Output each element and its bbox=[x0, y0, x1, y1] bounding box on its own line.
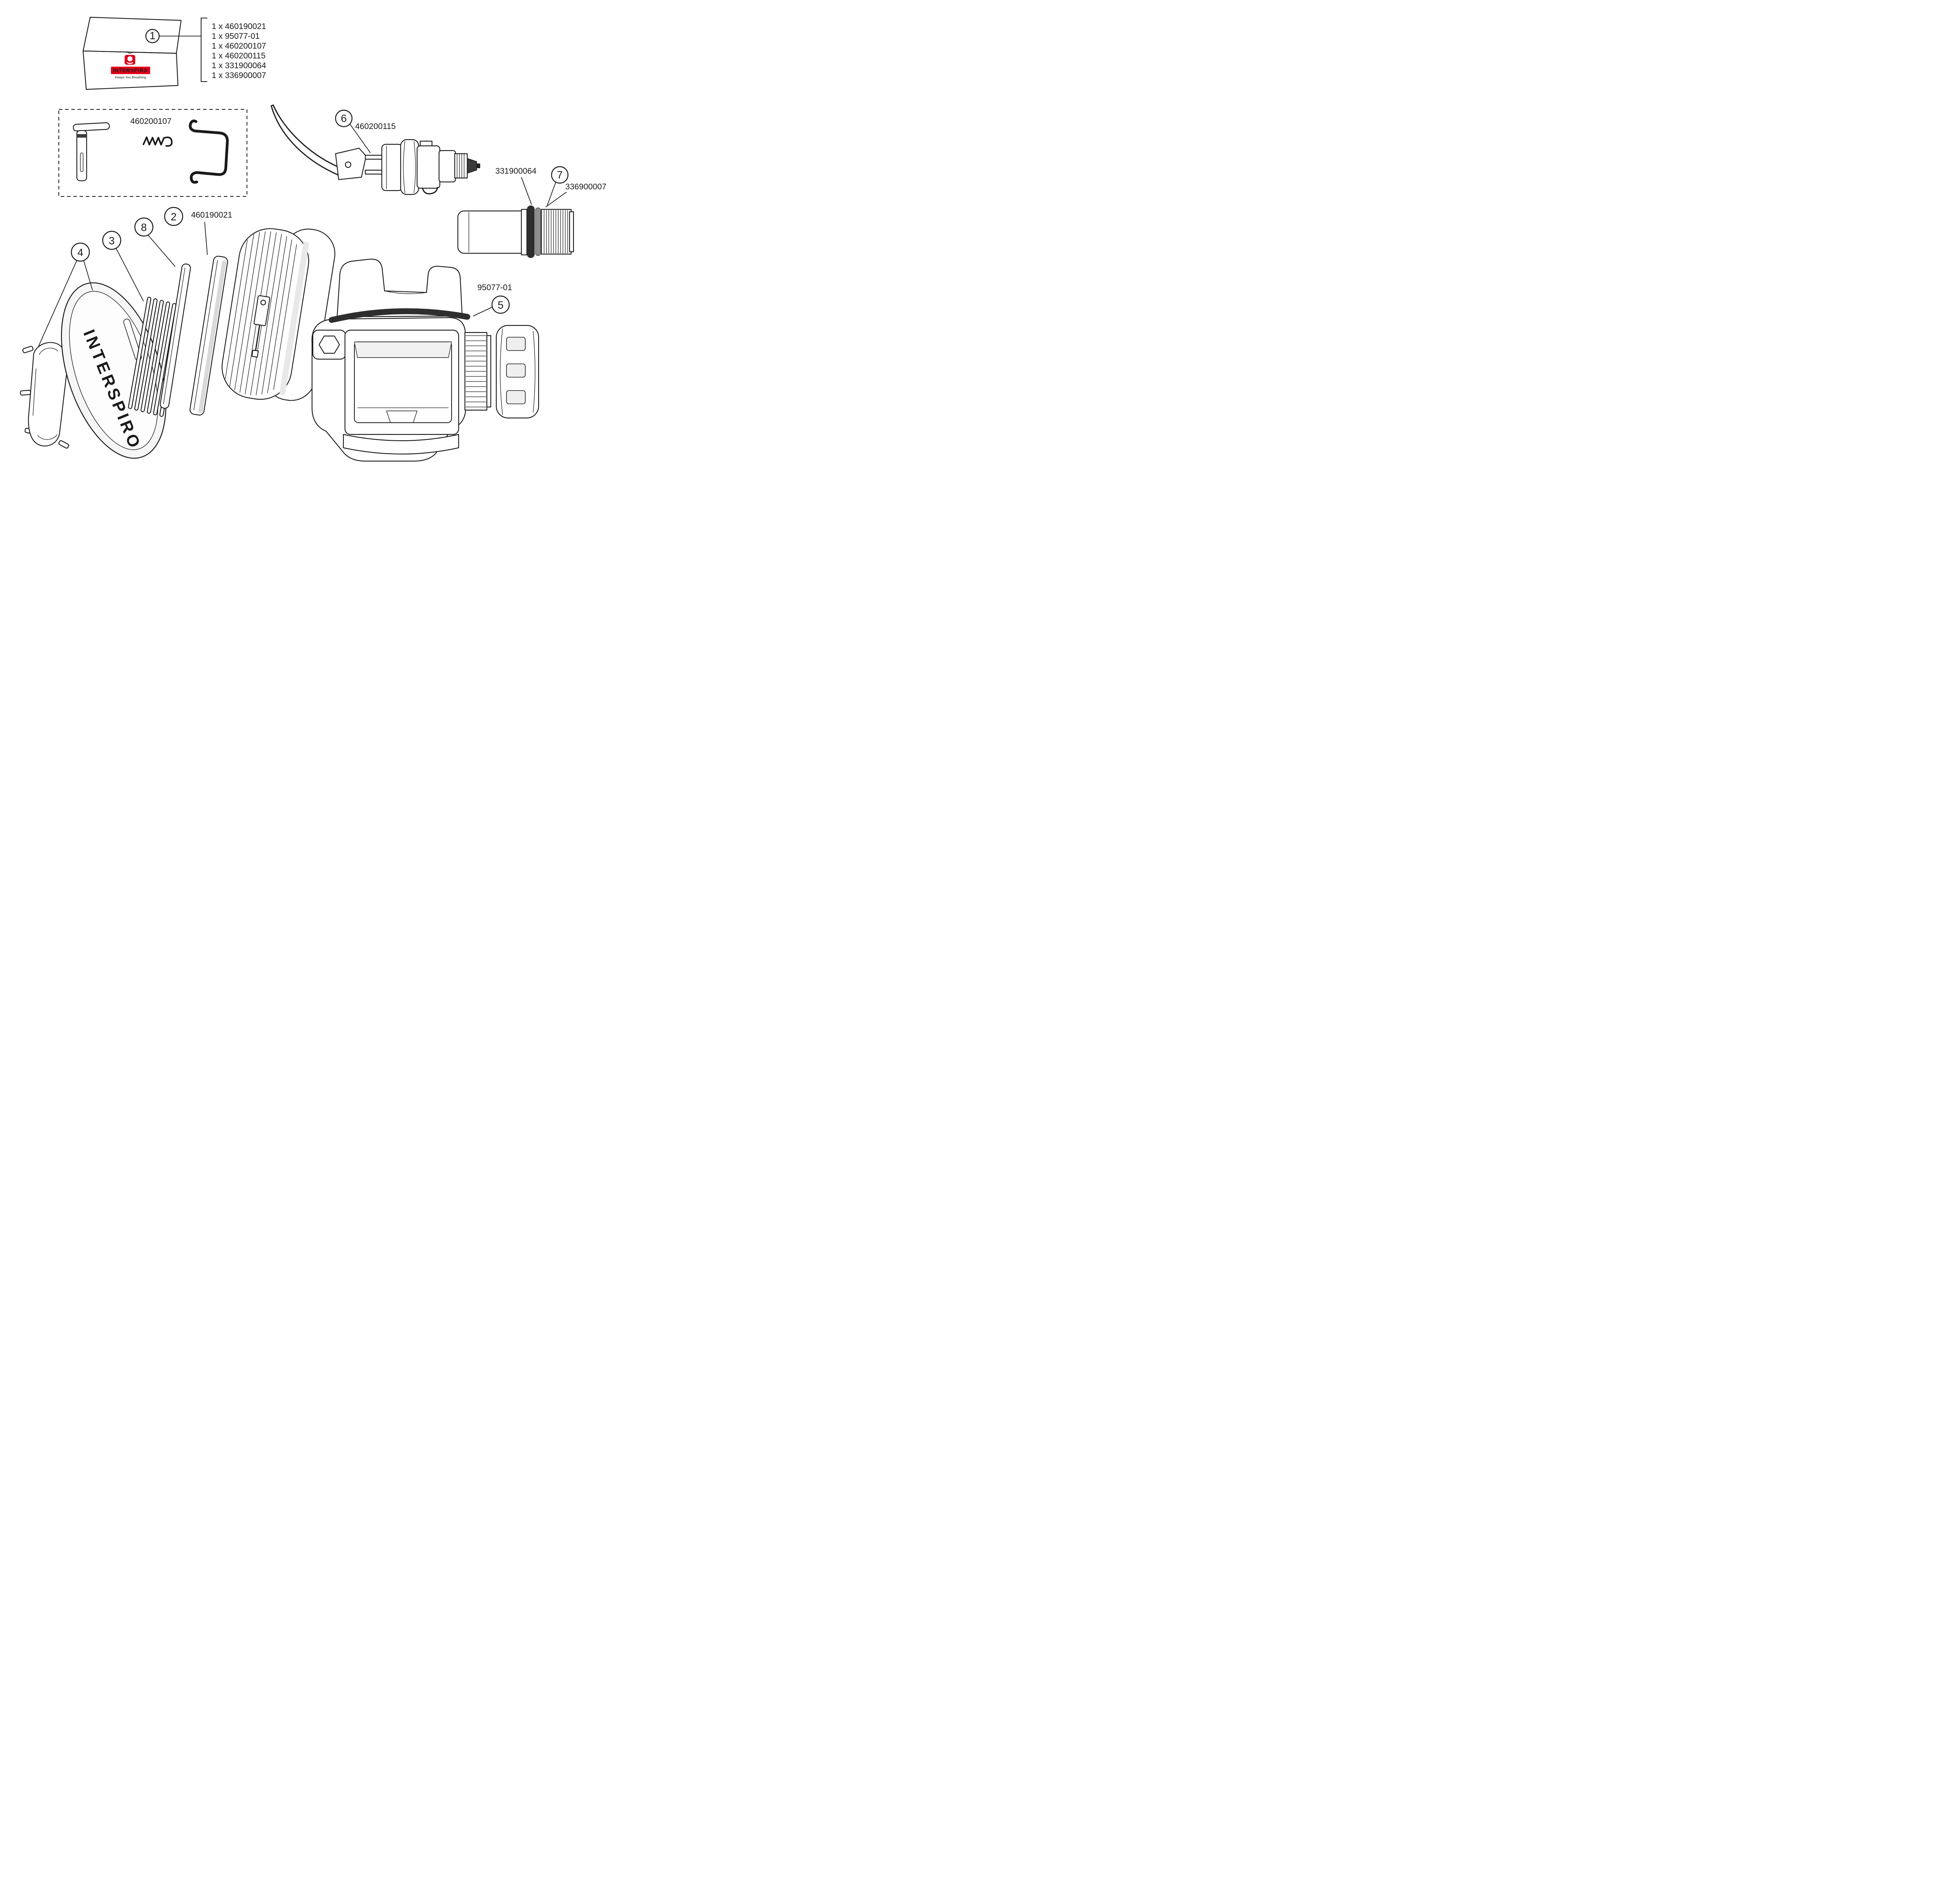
leader-line-336900007 bbox=[545, 192, 567, 207]
adapter-assembly: 331900064 7 336900007 bbox=[457, 166, 606, 258]
logo-wordmark: INTERSPIRO bbox=[113, 67, 148, 73]
leader-line-8 bbox=[148, 235, 176, 267]
shell-cover: INTERSPIRO bbox=[61, 282, 167, 459]
callout-2-number: 2 bbox=[171, 211, 176, 223]
valve-body bbox=[381, 144, 403, 191]
callout-7-number: 7 bbox=[557, 169, 563, 181]
valve-tip bbox=[467, 158, 477, 174]
leader-line-2 bbox=[204, 222, 208, 255]
retaining-clip bbox=[189, 120, 229, 184]
exploded-parts-diagram: INTERSPIRO Keeps You Breathing 1 1 x 460… bbox=[20, 16, 606, 462]
leader-line-6 bbox=[350, 124, 371, 153]
kit-item: 1 x 460190021 bbox=[212, 22, 266, 31]
callout-8-badge bbox=[134, 217, 154, 237]
box-lid-notch bbox=[126, 51, 134, 54]
slat bbox=[153, 303, 176, 416]
lever-wire bbox=[270, 105, 339, 176]
leader-line-7 bbox=[547, 182, 556, 206]
kit-item: 1 x 95077-01 bbox=[212, 32, 260, 41]
washer bbox=[535, 207, 541, 256]
callout-7-badge bbox=[551, 166, 569, 184]
spider-frame bbox=[20, 342, 69, 449]
tool-kit-part-label: 460200107 bbox=[130, 117, 171, 126]
leader-line-5 bbox=[473, 307, 493, 316]
ribbed-cover bbox=[221, 228, 309, 400]
housing-lip bbox=[343, 434, 459, 455]
callout-8-number: 8 bbox=[141, 222, 147, 233]
box-lid bbox=[82, 16, 182, 54]
callout-3-number: 3 bbox=[109, 235, 114, 247]
spider-pin bbox=[20, 390, 31, 396]
leader-line-331900064 bbox=[521, 177, 532, 205]
hex-nut bbox=[318, 335, 340, 354]
slat bbox=[147, 302, 170, 414]
gasket-plate: 8 bbox=[134, 217, 191, 409]
callout-6-number: 6 bbox=[341, 113, 347, 124]
slat bbox=[140, 300, 164, 412]
callout-4-badge bbox=[71, 242, 90, 262]
adapter-part-label: 336900007 bbox=[565, 182, 606, 191]
spider-pin bbox=[22, 346, 34, 353]
callout-4-number: 4 bbox=[77, 247, 83, 258]
callout-2-badge bbox=[164, 207, 183, 226]
leader-line-4b bbox=[83, 261, 93, 291]
housing-bridge bbox=[336, 258, 463, 318]
callout-5-badge bbox=[491, 295, 510, 314]
housing-oring-label: 95077-01 bbox=[477, 283, 512, 292]
kit-item: 1 x 460200107 bbox=[212, 42, 266, 51]
leader-line-3 bbox=[116, 248, 144, 302]
callout-5-number: 5 bbox=[497, 299, 503, 311]
threaded-adapter bbox=[541, 209, 572, 255]
callout-4: 4 bbox=[38, 242, 93, 347]
adapter-body bbox=[457, 210, 528, 254]
callout-3-badge bbox=[102, 231, 122, 250]
kit-item: 1 x 460200115 bbox=[212, 51, 265, 60]
contents-bracket bbox=[201, 18, 207, 82]
spring bbox=[143, 136, 173, 147]
callout-1: 1 bbox=[145, 18, 207, 82]
kit-item: 1 x 331900064 bbox=[212, 61, 266, 70]
oring-part-label: 331900064 bbox=[495, 167, 536, 176]
valve-threads bbox=[454, 153, 468, 179]
tool-kit-border bbox=[58, 109, 247, 197]
slat bbox=[134, 298, 158, 411]
shipping-box: INTERSPIRO Keeps You Breathing bbox=[82, 16, 182, 90]
tool-kit-box: 460200107 bbox=[58, 109, 247, 197]
slat bbox=[128, 297, 151, 409]
logo-banner bbox=[111, 67, 150, 74]
callout-1-badge bbox=[145, 29, 160, 44]
diaphragm-part-label: 460190021 bbox=[191, 211, 232, 220]
leader-line-4a bbox=[38, 260, 77, 347]
interspiro-logo: INTERSPIRO Keeps You Breathing bbox=[111, 55, 150, 79]
logo-tagline: Keeps You Breathing bbox=[115, 75, 146, 79]
valve-part-label: 460200115 bbox=[355, 122, 396, 131]
cap-nut bbox=[495, 325, 539, 419]
valve-clip bbox=[422, 187, 438, 194]
spider-pin bbox=[58, 440, 69, 449]
kit-contents-list: 1 x 460190021 1 x 95077-01 1 x 460200107… bbox=[212, 22, 266, 80]
valve-assembly: 6 460200115 bbox=[270, 104, 480, 195]
callout-1-number: 1 bbox=[149, 30, 155, 42]
callout-6-badge bbox=[335, 109, 353, 127]
plug-tool bbox=[73, 122, 110, 182]
housing bbox=[311, 258, 492, 462]
kit-item: 1 x 336900007 bbox=[212, 71, 266, 80]
diaphragm-plate: 2 460190021 bbox=[164, 207, 232, 416]
oring-dark bbox=[527, 205, 535, 258]
housing-oring bbox=[328, 308, 470, 323]
callout-5: 5 95077-01 bbox=[473, 283, 512, 316]
